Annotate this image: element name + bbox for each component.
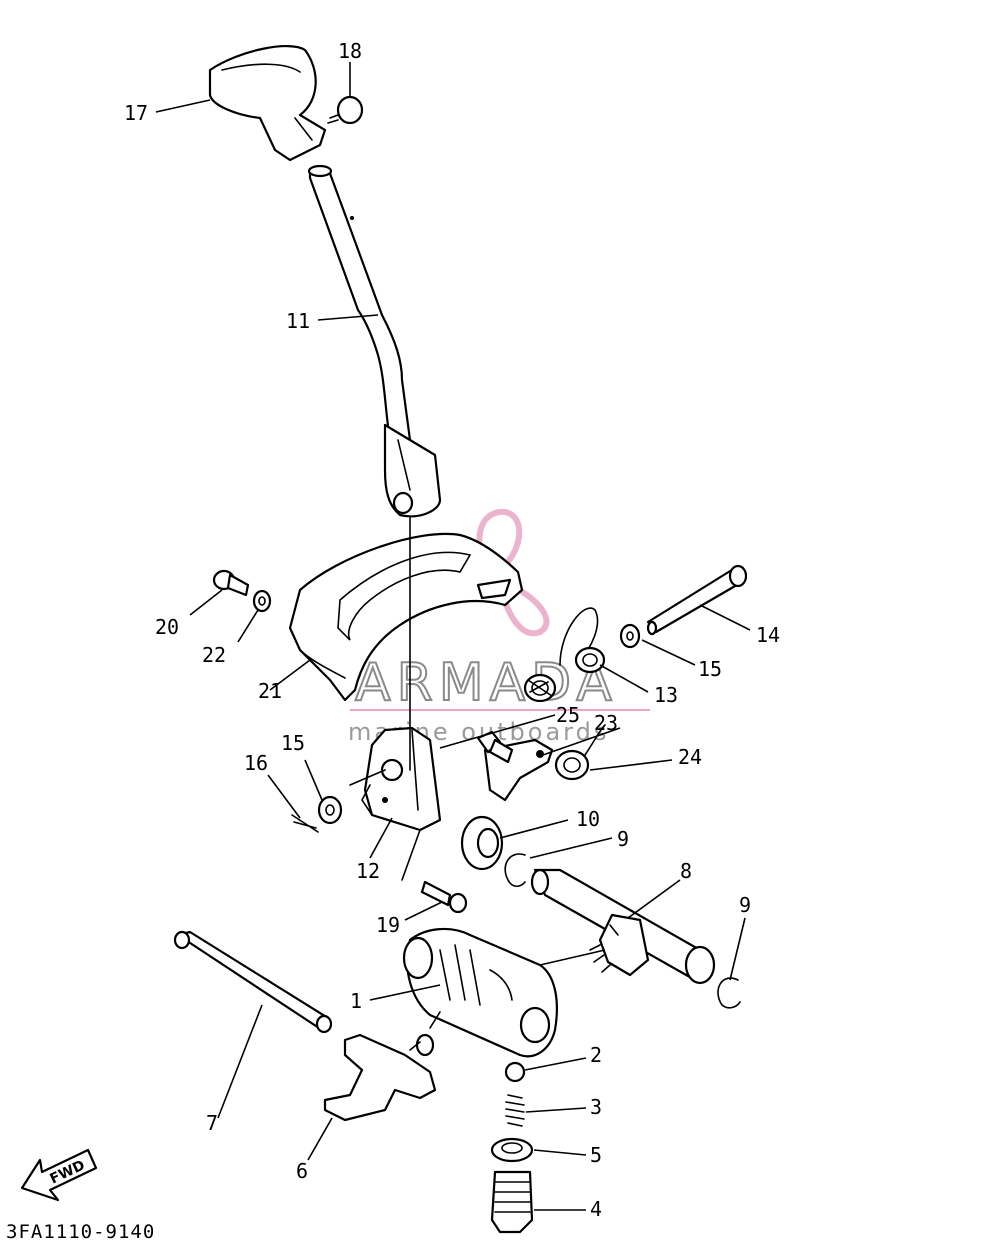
fwd-arrow-icon: FWD bbox=[20, 1148, 98, 1202]
shift-lever-rod bbox=[307, 164, 442, 518]
label-20: 20 bbox=[155, 615, 179, 639]
watermark-brand: ARMADA bbox=[355, 653, 618, 713]
label-3: 3 bbox=[590, 1095, 602, 1119]
shift-lever-bracket bbox=[361, 726, 442, 832]
label-5: 5 bbox=[590, 1143, 602, 1167]
label-10: 10 bbox=[576, 807, 600, 831]
label-24: 24 bbox=[678, 745, 702, 769]
spring-13 bbox=[559, 607, 606, 674]
label-21: 21 bbox=[258, 679, 282, 703]
label-17: 17 bbox=[124, 101, 148, 125]
washer-15-right bbox=[619, 623, 641, 649]
oil-seal-10 bbox=[460, 815, 504, 871]
label-1: 1 bbox=[350, 989, 362, 1013]
label-18: 18 bbox=[338, 39, 362, 63]
label-23: 23 bbox=[594, 711, 618, 735]
cotter-pin-16 bbox=[291, 814, 319, 833]
label-9-lower: 9 bbox=[739, 893, 751, 917]
washer-15-left bbox=[317, 795, 343, 825]
circlip-9-upper bbox=[504, 853, 526, 888]
washer-22 bbox=[252, 589, 272, 613]
bolt-20 bbox=[212, 569, 250, 597]
label-25: 25 bbox=[556, 703, 580, 727]
label-2: 2 bbox=[590, 1043, 602, 1067]
shift-lever-knob bbox=[208, 44, 327, 162]
bolt-19 bbox=[420, 880, 468, 914]
label-8: 8 bbox=[680, 859, 692, 883]
label-7: 7 bbox=[206, 1111, 218, 1135]
circlip-9-lower bbox=[717, 977, 741, 1009]
label-12: 12 bbox=[356, 859, 380, 883]
label-16: 16 bbox=[244, 751, 268, 775]
label-15-left: 15 bbox=[281, 731, 305, 755]
label-19: 19 bbox=[376, 913, 400, 937]
spring-3 bbox=[505, 1094, 525, 1127]
drawing-code: 3FA1110-9140 bbox=[6, 1221, 155, 1243]
label-4: 4 bbox=[590, 1197, 602, 1221]
label-15-right: 15 bbox=[698, 657, 722, 681]
label-14: 14 bbox=[756, 623, 780, 647]
label-22: 22 bbox=[202, 643, 226, 667]
shift-shaft-8 bbox=[530, 868, 716, 985]
pin-14 bbox=[646, 564, 748, 636]
washer-5 bbox=[490, 1137, 534, 1163]
shift-fork-6 bbox=[323, 1033, 437, 1122]
knob-cap bbox=[327, 95, 364, 125]
watermark: ARMADA marine outboards bbox=[348, 508, 650, 746]
shift-rod-7 bbox=[173, 930, 333, 1034]
shift-cam-1 bbox=[402, 927, 558, 1058]
part-labels: 18 17 11 20 22 21 14 15 13 25 23 24 15 1… bbox=[124, 39, 780, 1221]
assembly-lines bbox=[349, 517, 441, 1029]
plug-4 bbox=[490, 1170, 534, 1234]
label-13: 13 bbox=[654, 683, 678, 707]
shift-guide bbox=[288, 532, 524, 702]
ball-2 bbox=[504, 1061, 526, 1083]
spring-25 bbox=[523, 673, 557, 703]
label-11: 11 bbox=[286, 309, 310, 333]
label-9-upper: 9 bbox=[617, 827, 629, 851]
leader-lines bbox=[155, 62, 751, 1211]
label-6: 6 bbox=[296, 1159, 308, 1183]
